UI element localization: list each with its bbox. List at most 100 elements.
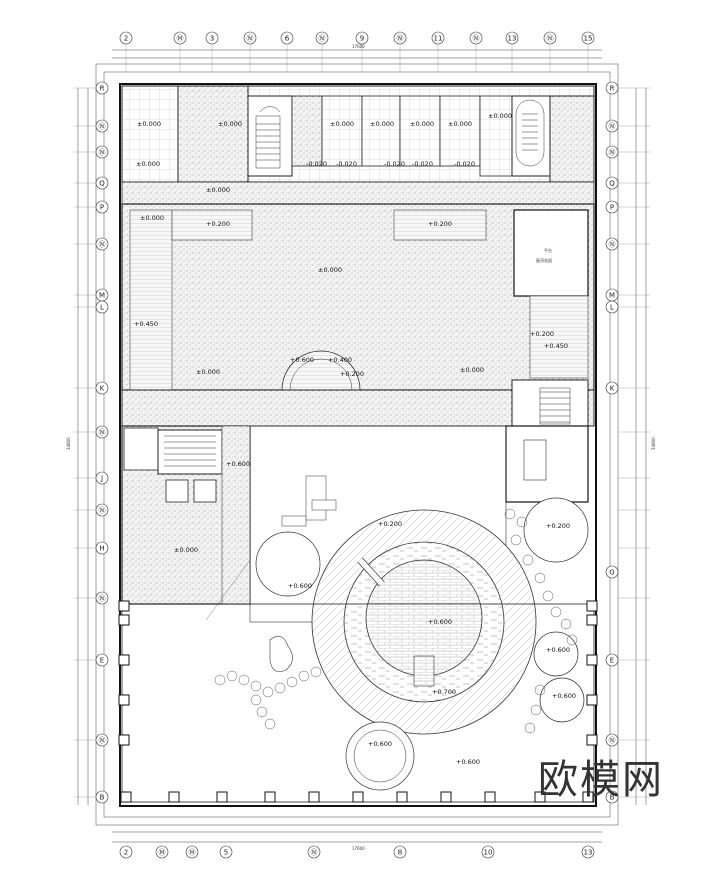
axis-bottom-2-bubble [185,845,199,859]
axis-top-8-label: 11 [434,35,443,43]
axis-left-14-label: E [100,657,104,665]
lvl-corridor: ±0.000 [206,186,230,194]
axis-right-6-label: M [609,292,615,300]
lvl-deck-2: +0.200 [428,220,452,228]
lvl-top-room-3: ±0.000 [330,120,354,128]
axis-left-7-label: L [100,304,104,312]
axis-right-12-label: E [610,657,614,665]
axis-top-4-label: 6 [285,35,290,43]
dimension-frame [77,49,647,843]
lvl-deck-1: +0.200 [206,220,230,228]
axis-left-3-label: Q [99,180,105,188]
lvl-corr-left: ±0.000 [136,160,160,168]
axis-left-10-label: J [100,475,103,483]
axis-right-2-label: Ⓝ [609,149,616,157]
lvl-top-stair-1: ±0.000 [488,112,512,120]
axis-right-1-label: Ⓝ [609,123,616,131]
overall-dim-right: 34800 [651,437,656,450]
axis-bottom-4-label: Ⓝ [311,849,318,857]
axis-left-15-label: Ⓝ [99,737,106,745]
axis-right-4-label: P [610,204,614,212]
column [582,791,594,803]
lvl-right-deck: +0.200 [530,330,554,338]
axis-top-5-label: Ⓝ [319,35,326,43]
lvl-top-room-4: ±0.000 [370,120,394,128]
axis-bottom-4-bubble [307,845,321,859]
lvl-right-deck2: +0.450 [544,342,568,350]
axis-bottom-5-bubble [393,845,407,859]
lvl-top-room-6: ±0.000 [448,120,472,128]
column [484,791,496,803]
axis-right-3-label: Q [609,180,615,188]
column [118,654,130,666]
axis-left-16-label: B [100,794,105,802]
axis-left-9-label: Ⓝ [99,429,106,437]
axis-top-2-label: 3 [210,35,214,43]
column [586,654,598,666]
axis-top-3-label: Ⓝ [247,35,254,43]
column [352,791,364,803]
axis-right-11-label: G [609,569,614,577]
stair-top-left [255,106,281,169]
overall-dim-bottom: 17600 [352,846,365,851]
axis-left-13-label: Ⓝ [99,595,106,603]
lvl-circle-right: +0.200 [546,522,570,530]
lvl-circle-r3: +0.600 [552,692,576,700]
axis-left-2-label: Ⓝ [99,149,106,157]
watermark-text: 欧模网 [538,757,664,803]
axis-top-6-label: 9 [360,35,364,43]
column [118,734,130,746]
level-labels: ±0.000 ±0.000 ±0.000 ±0.000 ±0.000 ±0.00… [134,112,576,766]
axis-top-1-label: Ⓜ [177,35,184,43]
lvl-stage-2: +0.400 [328,356,352,364]
lvl-circle-r2: +0.600 [546,646,570,654]
axis-bottom-1-bubble [155,845,169,859]
column [586,600,598,612]
building-walls [119,83,597,807]
lvl-lower-left: ±0.000 [460,366,484,374]
lvl-top-room-1: ±0.000 [137,120,161,128]
axis-top-9-label: Ⓝ [473,35,480,43]
axis-right-11-bubble [605,565,619,579]
lvl-ring-low: +0.700 [432,688,456,696]
axis-bottom-0-label: 2 [124,849,128,857]
lvl-low-1: -0.020 [306,160,327,168]
lvl-left-deck: +0.450 [134,320,158,328]
room-label-platform: 平台 [544,247,552,253]
lvl-court: ±0.000 [318,266,342,274]
lvl-top-room-5: ±0.000 [410,120,434,128]
overall-dim-top: 17600 [352,44,365,49]
column [586,734,598,746]
axis-left-1-label: Ⓝ [99,123,106,131]
lvl-circle-left: +0.600 [288,582,312,590]
column [586,694,598,706]
axis-right-13-label: Ⓝ [609,737,616,745]
lvl-ring-center: +0.600 [428,618,452,626]
axis-left-8-label: K [100,385,105,393]
axis-left-4-label: P [100,204,104,212]
lvl-low-3: -0.020 [384,160,405,168]
axis-bottom-2-label: Ⓜ [189,849,196,857]
column [396,791,408,803]
column [534,791,546,803]
lvl-garden-left: +0.600 [226,460,250,468]
axis-bottom-6-label: 10 [484,849,493,857]
axis-top-11-label: Ⓝ [547,35,554,43]
lvl-court-low2: ±0.000 [196,368,220,376]
lvl-low-2: -0.020 [336,160,357,168]
lvl-stage-1: +0.600 [290,356,314,364]
column [120,791,132,803]
column [118,694,130,706]
lvl-bottom-circle: +0.600 [368,740,392,748]
axis-top-7-label: Ⓝ [397,35,404,43]
axis-grid-lines [74,44,650,798]
stair-top-right [515,99,545,167]
axis-bottom-7-bubble [581,845,595,859]
axis-right-0-label: R [610,85,615,93]
axis-top-0-label: 2 [124,35,128,43]
axis-right-14-label: B [610,794,615,802]
